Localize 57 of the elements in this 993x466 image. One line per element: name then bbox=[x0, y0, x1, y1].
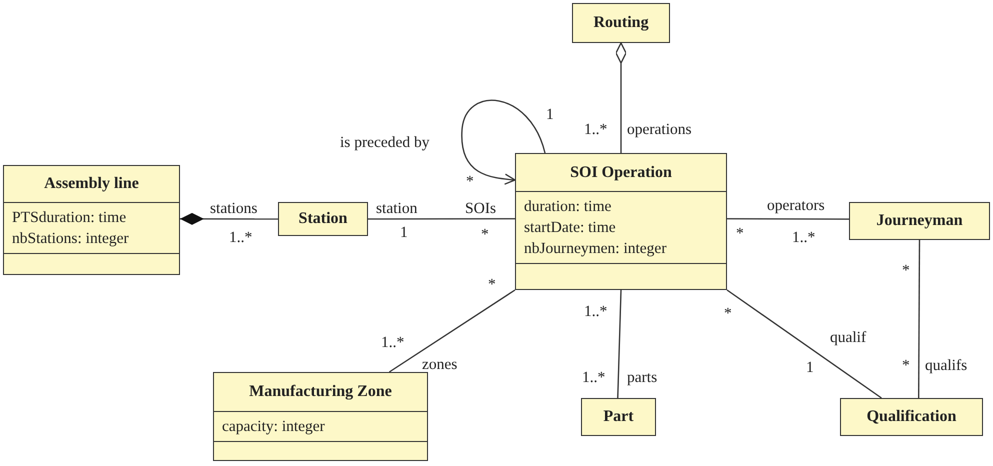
class-name: Manufacturing Zone bbox=[248, 382, 393, 402]
association-end-label: 1 bbox=[806, 359, 814, 377]
association-end-label: * bbox=[488, 276, 496, 294]
association-end-label: * bbox=[902, 262, 910, 280]
class-box bbox=[849, 202, 990, 240]
association-arrow bbox=[461, 100, 546, 185]
association-end-label: station bbox=[376, 200, 418, 218]
association-end-label: 1..* bbox=[584, 303, 608, 321]
association-end-label: 1 bbox=[546, 106, 554, 124]
attribute-text: capacity: integer bbox=[222, 417, 326, 437]
edge-label: is preceded by bbox=[340, 134, 430, 152]
association-end-label: * bbox=[481, 226, 489, 244]
association-end-label: parts bbox=[627, 369, 658, 387]
class-name: Routing bbox=[592, 13, 650, 33]
class-name: Journeyman bbox=[875, 211, 964, 231]
association-line bbox=[368, 218, 515, 220]
class-box bbox=[840, 398, 983, 436]
composition-line bbox=[180, 212, 278, 225]
association-line bbox=[727, 218, 849, 220]
association-end-label: operations bbox=[627, 121, 692, 139]
class-box bbox=[581, 398, 656, 436]
class-box bbox=[213, 372, 428, 461]
association-end-label: 1 bbox=[400, 224, 408, 242]
association-end-label: zones bbox=[422, 356, 458, 374]
association-end-label: * bbox=[724, 305, 732, 323]
association-end-label: * bbox=[902, 357, 910, 375]
class-box bbox=[515, 153, 727, 290]
association-end-label: 1..* bbox=[381, 334, 404, 352]
aggregation-line bbox=[615, 42, 627, 153]
association-end-label: * bbox=[466, 173, 474, 191]
association-line bbox=[918, 240, 920, 398]
association-end-label: 1..* bbox=[792, 229, 816, 247]
attribute-text: nbJourneymen: integer bbox=[524, 239, 668, 259]
association-end-label: * bbox=[736, 225, 744, 243]
association-line bbox=[617, 290, 622, 398]
class-name: Assembly line bbox=[43, 174, 140, 194]
attribute-text: PTSduration: time bbox=[12, 208, 128, 228]
class-name: SOI Operation bbox=[569, 162, 673, 182]
class-box bbox=[3, 165, 180, 275]
association-end-label: operators bbox=[767, 197, 825, 215]
association-end-label: stations bbox=[210, 200, 258, 218]
class-name: Station bbox=[298, 209, 348, 229]
association-end-label: qualif bbox=[830, 329, 866, 347]
association-end-label: 1..* bbox=[582, 369, 606, 387]
class-name: Part bbox=[602, 407, 635, 427]
attribute-text: duration: time bbox=[524, 197, 612, 217]
attribute-text: startDate: time bbox=[524, 218, 617, 238]
class-name: Qualification bbox=[866, 407, 958, 427]
association-end-label: qualifs bbox=[925, 357, 968, 375]
association-line bbox=[726, 289, 882, 399]
association-end-label: SOIs bbox=[465, 200, 496, 218]
class-box bbox=[278, 202, 368, 236]
association-line bbox=[388, 289, 516, 373]
association-end-label: 1..* bbox=[584, 121, 608, 139]
attribute-text: nbStations: integer bbox=[12, 229, 130, 249]
class-box bbox=[572, 3, 670, 43]
association-end-label: 1..* bbox=[229, 229, 252, 247]
